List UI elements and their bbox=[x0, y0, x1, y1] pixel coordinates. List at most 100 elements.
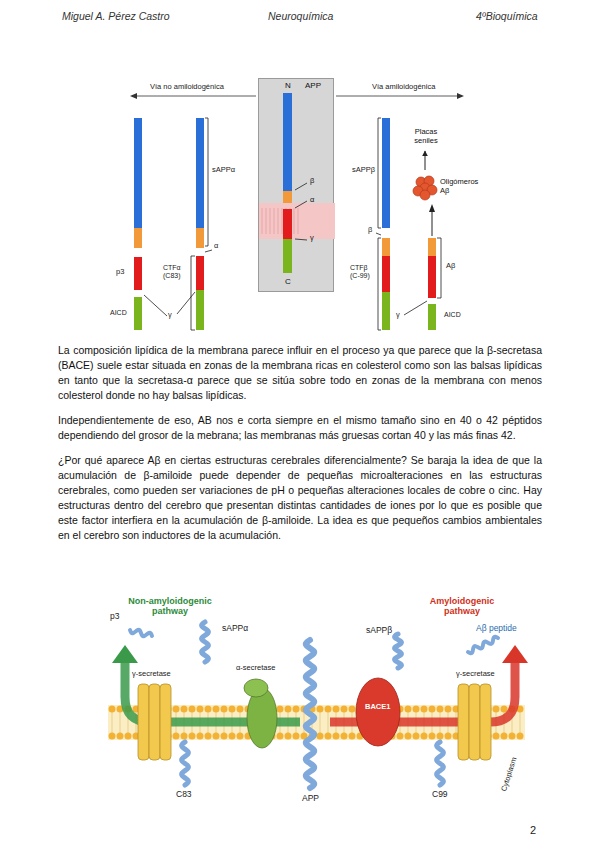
lipid-head bbox=[437, 733, 444, 740]
lipid-head bbox=[205, 733, 212, 740]
lipid-tail bbox=[120, 712, 121, 733]
lipid-head bbox=[181, 733, 188, 740]
lipid-head bbox=[325, 733, 332, 740]
bracket bbox=[378, 118, 381, 228]
peptide-coil bbox=[202, 622, 209, 662]
lipid-head bbox=[293, 706, 300, 713]
protein-segment bbox=[283, 239, 292, 273]
protein-segment bbox=[283, 209, 292, 239]
lipid-head bbox=[429, 733, 436, 740]
lipid-head bbox=[445, 706, 452, 713]
fragment-label: sAPPα bbox=[212, 166, 235, 175]
lipid-head bbox=[117, 733, 124, 740]
lipid-head bbox=[501, 733, 508, 740]
lipid-head bbox=[501, 706, 508, 713]
cleavage-label: γ bbox=[168, 311, 172, 320]
gamma-secretase-subunit bbox=[480, 684, 491, 760]
oligomer-cluster: Oligómeros Aβ bbox=[412, 172, 488, 202]
lipid-tail bbox=[278, 208, 279, 234]
lipid-tail bbox=[298, 208, 299, 234]
leader-line bbox=[432, 211, 433, 236]
lipid-tail bbox=[270, 208, 271, 234]
lipid-tail bbox=[282, 208, 283, 234]
node-graphic bbox=[412, 172, 442, 202]
lipid-head bbox=[189, 706, 196, 713]
gamma-secretase-subunit bbox=[160, 684, 171, 760]
lipid-head bbox=[293, 733, 300, 740]
lipid-head bbox=[349, 733, 356, 740]
fragment-label: p3 bbox=[110, 612, 119, 622]
protein-segment bbox=[196, 228, 204, 248]
lipid-head bbox=[405, 706, 412, 713]
lipid-tail bbox=[320, 712, 321, 733]
protein-segment bbox=[134, 257, 142, 290]
lipid-head bbox=[509, 733, 516, 740]
region-label: Cytoplasm bbox=[500, 756, 519, 792]
lipid-head bbox=[413, 733, 420, 740]
node-label: APP bbox=[305, 81, 321, 90]
lipid-tail bbox=[112, 712, 113, 733]
protein-segment bbox=[428, 238, 436, 256]
membrane-illustration bbox=[108, 622, 528, 788]
connector-arrow bbox=[425, 151, 426, 170]
bace1-enzyme bbox=[356, 678, 400, 746]
pathway-title: Amyloidogenic pathway bbox=[420, 596, 504, 617]
lipid-head bbox=[205, 706, 212, 713]
oligomer-particle bbox=[420, 190, 430, 200]
page-header: 4ºBioquímica bbox=[476, 10, 538, 22]
bracket bbox=[437, 238, 441, 298]
node-label: Oligómeros Aβ bbox=[440, 178, 486, 195]
fragment-label: p3 bbox=[116, 268, 124, 277]
gamma-secretase-subunit bbox=[138, 684, 149, 760]
fragment-label: AICD bbox=[444, 311, 461, 319]
gamma-secretase-subunit bbox=[458, 684, 469, 760]
leader-line bbox=[295, 201, 307, 208]
bracket bbox=[205, 118, 208, 246]
lipid-head bbox=[109, 733, 116, 740]
cleavage-label: α bbox=[214, 242, 218, 251]
alpha-secretase bbox=[247, 688, 277, 748]
lipid-head bbox=[181, 706, 188, 713]
enzyme-label: γ-secretase bbox=[456, 670, 495, 679]
node-graphic bbox=[259, 79, 335, 293]
lipid-head bbox=[421, 733, 428, 740]
lipid-head bbox=[445, 733, 452, 740]
gamma-secretase-subunit bbox=[149, 684, 160, 760]
peptide-coil bbox=[395, 634, 402, 668]
lipid-tail bbox=[328, 712, 329, 733]
fragment-label: C83 bbox=[176, 790, 192, 800]
lipid-head bbox=[237, 733, 244, 740]
protein-segment bbox=[196, 118, 204, 228]
lipid-head bbox=[333, 706, 340, 713]
enzyme-label: γ-secretase bbox=[132, 670, 171, 679]
protein-segment bbox=[382, 256, 390, 292]
fragment-label: Aβ bbox=[446, 262, 455, 271]
lipid-tail bbox=[262, 208, 263, 234]
leader-line bbox=[205, 250, 212, 252]
peptide-coil bbox=[437, 742, 444, 785]
lipid-head bbox=[213, 706, 220, 713]
lipid-head bbox=[109, 706, 116, 713]
plaque-label-box: Placas seniles bbox=[404, 128, 448, 148]
fragment-label: sAPPα bbox=[222, 624, 248, 634]
protein-segment bbox=[428, 256, 436, 298]
peptide-coil bbox=[182, 742, 189, 785]
arrow-head bbox=[429, 204, 435, 212]
protein-segment bbox=[196, 256, 204, 290]
lipid-tail bbox=[274, 208, 275, 234]
pathway-title: Vía amiloidogénica bbox=[372, 83, 435, 92]
arrow-head bbox=[502, 645, 528, 663]
lipid-head bbox=[229, 706, 236, 713]
arrow-head bbox=[130, 93, 137, 99]
lipid-head bbox=[125, 733, 132, 740]
protein-segment bbox=[382, 238, 390, 256]
protein-label: APP bbox=[302, 794, 319, 804]
fragment-label: sAPPβ bbox=[352, 166, 375, 175]
lipid-head bbox=[277, 706, 284, 713]
lipid-head bbox=[493, 733, 500, 740]
lipid-head bbox=[189, 733, 196, 740]
node-label: N bbox=[285, 81, 291, 90]
alpha-secretase bbox=[244, 679, 268, 697]
lipid-head bbox=[221, 733, 228, 740]
bracket bbox=[378, 238, 381, 330]
